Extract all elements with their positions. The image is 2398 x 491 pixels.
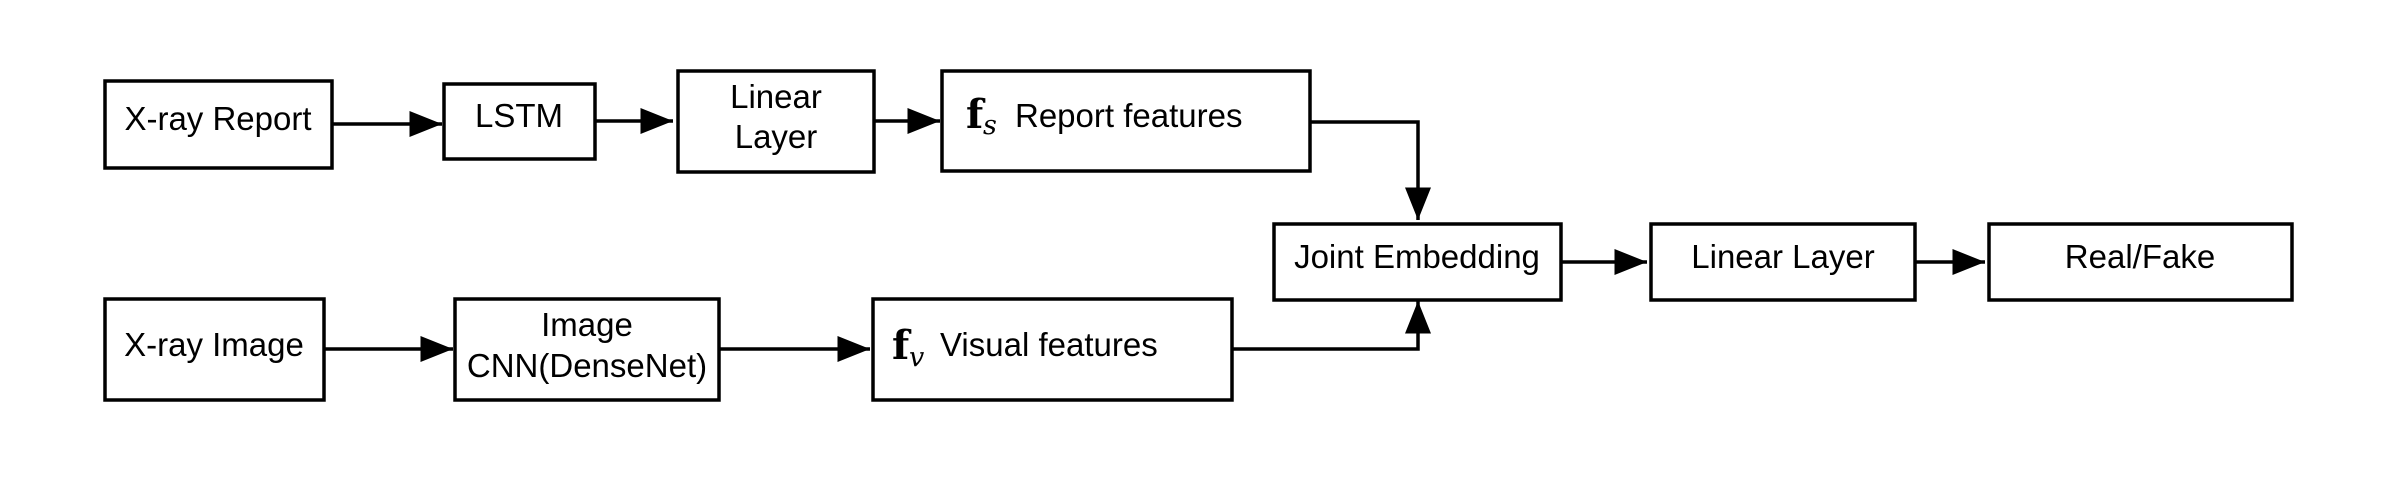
- node-linear-layer-top: Linear Layer: [676, 69, 876, 174]
- edge-report-features-to-joint-embedding: [1311, 120, 1431, 220]
- xray-image-label: X-ray Image: [124, 326, 304, 363]
- node-image-cnn: Image CNN(DenseNet): [453, 297, 721, 402]
- visual-features-subscript: v: [909, 342, 924, 373]
- lstm-label: LSTM: [475, 97, 563, 134]
- report-features-label: Report features: [1015, 97, 1242, 134]
- edges: [324, 108, 1985, 362]
- image-cnn-line1: Image: [541, 306, 633, 343]
- linear-layer-top-line2: Layer: [735, 118, 818, 155]
- joint-embedding-label: Joint Embedding: [1294, 238, 1540, 275]
- report-features-subscript: s: [983, 110, 997, 141]
- node-joint-embedding: Joint Embedding: [1272, 222, 1563, 302]
- image-cnn-line2: CNN(DenseNet): [467, 347, 707, 384]
- node-real-fake: Real/Fake: [1987, 222, 2294, 302]
- linear-layer-top-line1: Linear: [730, 78, 822, 115]
- visual-features-label: Visual features: [940, 326, 1158, 363]
- node-xray-report: X-ray Report: [103, 79, 334, 170]
- node-lstm: LSTM: [442, 82, 597, 161]
- visual-features-symbol: f: [892, 322, 912, 369]
- real-fake-label: Real/Fake: [2065, 238, 2215, 275]
- node-linear-layer-right: Linear Layer: [1649, 222, 1917, 302]
- linear-layer-right-label: Linear Layer: [1691, 238, 1874, 275]
- xray-report-label: X-ray Report: [124, 100, 311, 137]
- report-features-symbol: f: [966, 91, 986, 138]
- node-report-features: f s Report features: [940, 69, 1312, 173]
- node-visual-features: f v Visual features: [871, 297, 1234, 402]
- edge-visual-features-to-joint-embedding: [1233, 301, 1431, 351]
- node-xray-image: X-ray Image: [103, 297, 326, 402]
